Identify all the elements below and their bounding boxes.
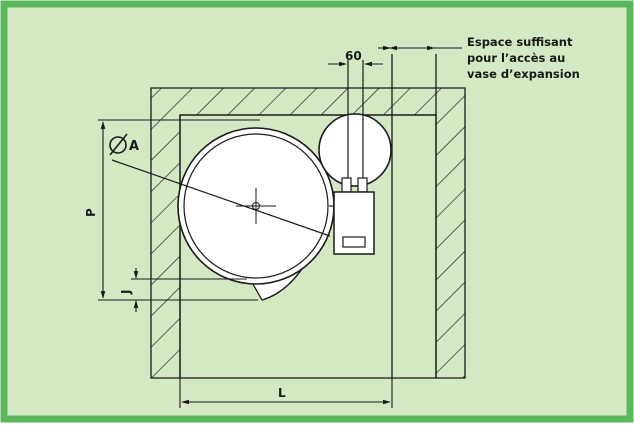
dimension-p bbox=[98, 119, 260, 301]
dimension-l bbox=[179, 378, 393, 408]
dim-j-label: J bbox=[119, 290, 133, 295]
note-line-1: Espace suffisant bbox=[467, 35, 573, 49]
diameter-symbol-icon bbox=[109, 133, 128, 156]
diameter-label: A bbox=[129, 139, 139, 154]
dim-60-label: 60 bbox=[345, 49, 362, 63]
room-outline bbox=[179, 114, 437, 379]
diameter-leader bbox=[111, 159, 331, 237]
control-display bbox=[342, 236, 366, 248]
note-line-2: pour l’accès au bbox=[467, 51, 565, 65]
dimension-j bbox=[131, 268, 247, 312]
boiler-inner-ring bbox=[183, 133, 329, 279]
dim-l-label: L bbox=[278, 386, 286, 400]
note-line-3: vase d’expansion bbox=[467, 67, 580, 81]
dim-p-label: P bbox=[84, 208, 98, 217]
control-box bbox=[333, 191, 375, 255]
expansion-vessel bbox=[318, 113, 392, 187]
